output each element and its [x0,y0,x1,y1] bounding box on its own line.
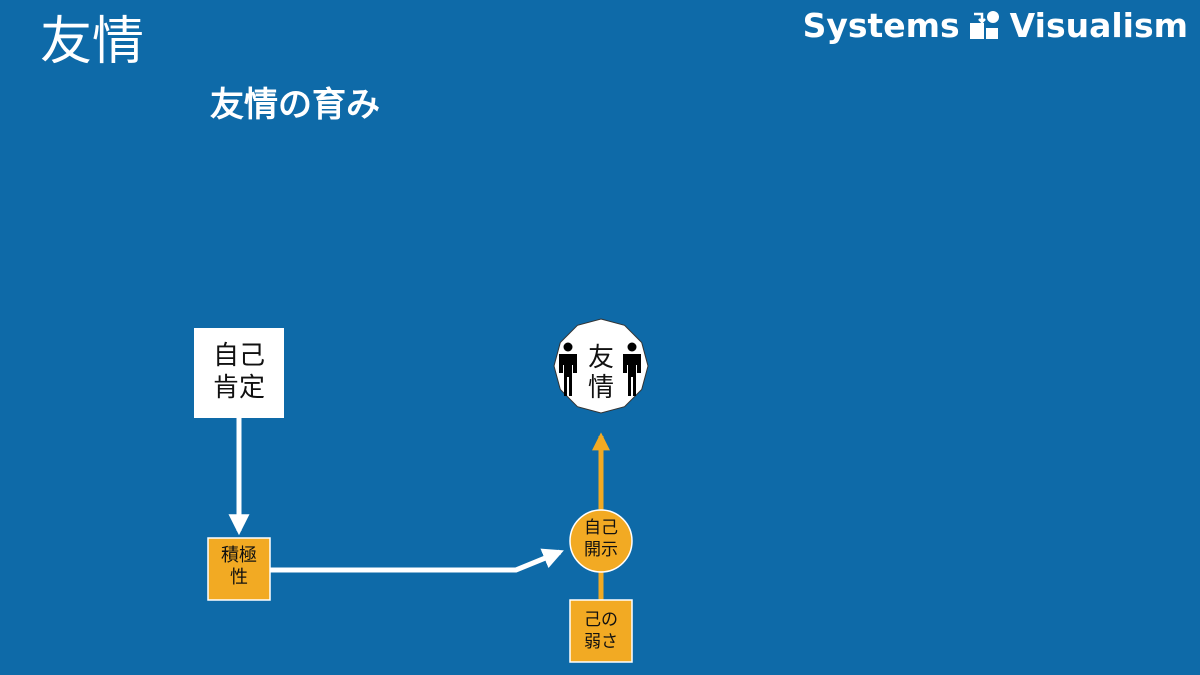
person-icon [559,342,577,396]
brand-text-visualism: Visualism [1009,6,1188,45]
node-self-disclosure-label: 自己 開示 [584,518,618,560]
brand-text-systems: Systems [802,6,960,45]
node-weakness-label: 己の 弱さ [584,610,618,652]
node-friendship [553,318,649,414]
page-subtitle: 友情の育み [210,85,380,125]
person-icon [623,342,641,396]
node-positivity-label: 積極 性 [221,545,257,588]
page-title: 友情 [40,12,145,72]
node-friendship-label: 友 情 [587,343,614,403]
edge-positivity-to-self-disclosure [270,548,564,573]
node-weakness [569,599,633,663]
node-self-affirmation [194,328,284,418]
node-self-disclosure [569,509,633,573]
brand-logo: Systems Visualism [803,6,1188,46]
node-positivity [207,537,271,601]
node-self-affirmation-label: 自己 肯定 [212,341,265,403]
systems-visualism-logo-icon [969,11,999,39]
